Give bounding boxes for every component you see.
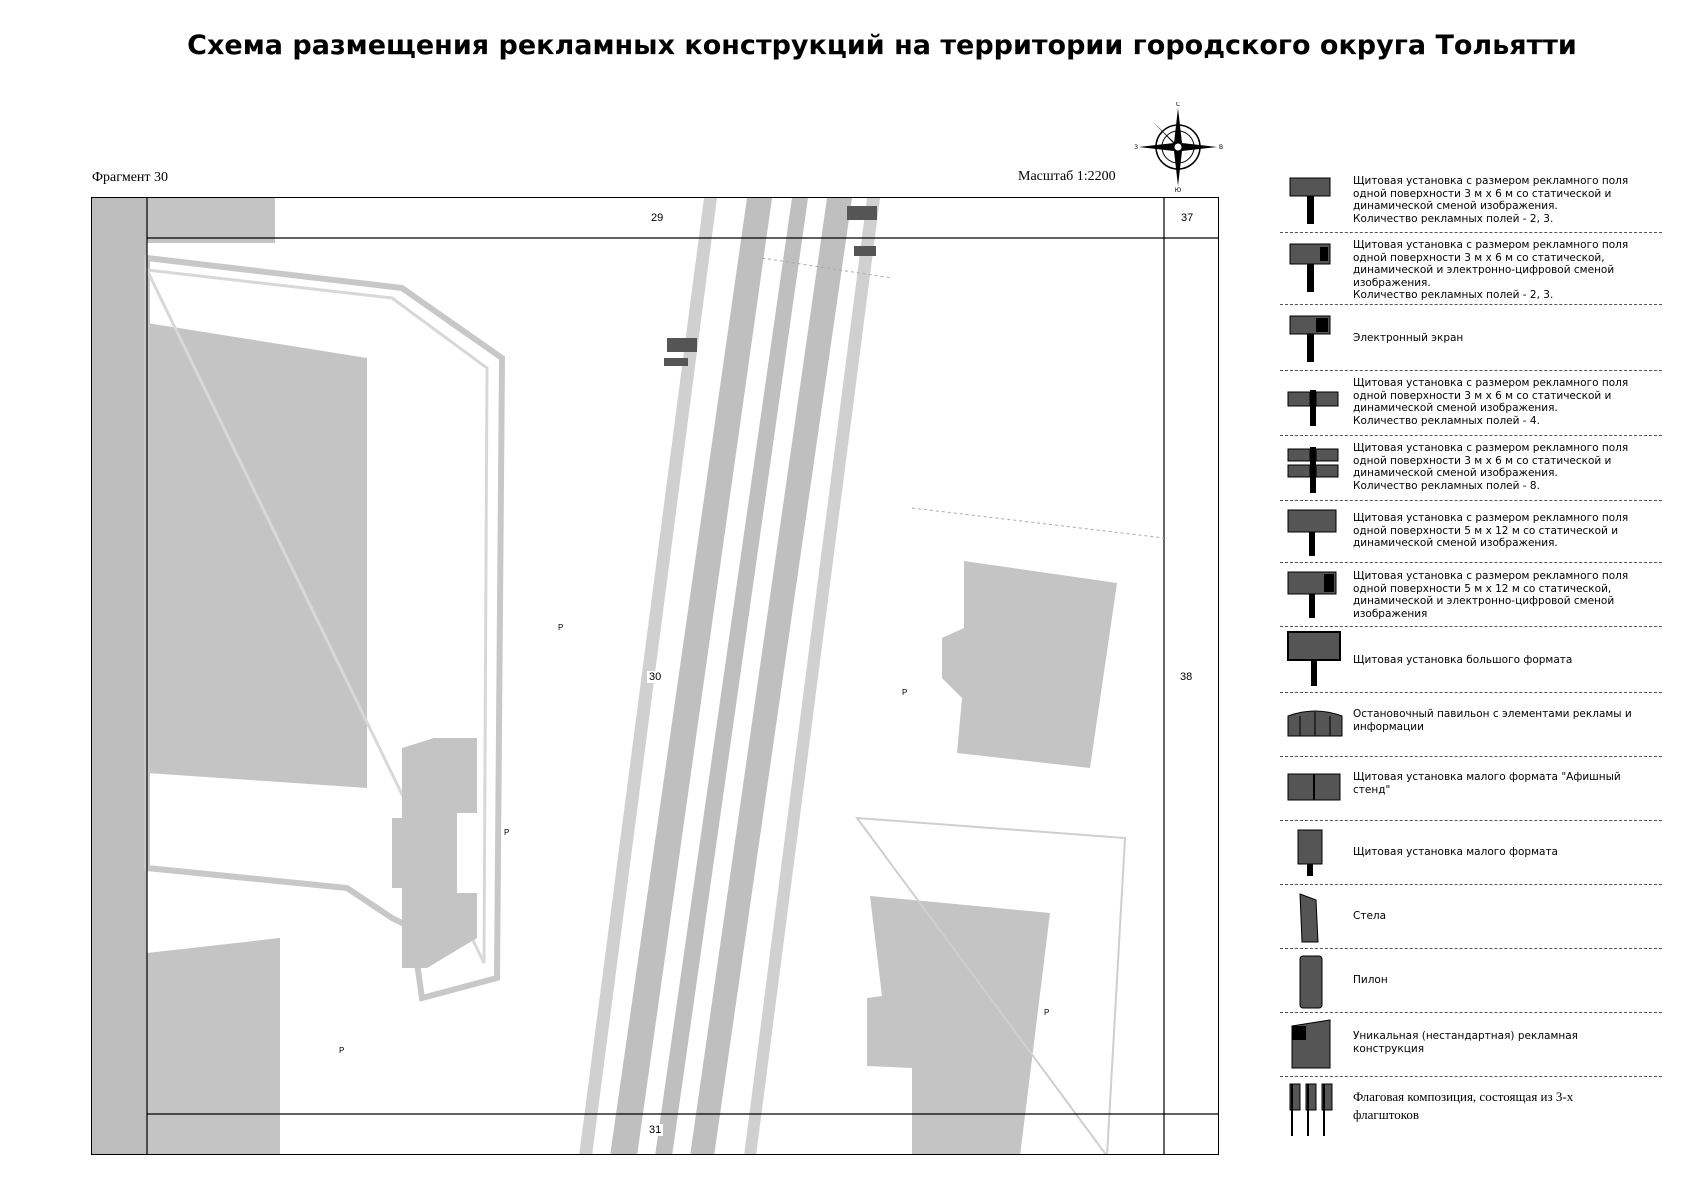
billboard-digital-icon	[1289, 243, 1331, 292]
map-title: Схема размещения рекламных конструкций н…	[187, 30, 1577, 61]
compass-east-label: В	[1219, 144, 1223, 151]
road-lane-2	[655, 198, 808, 1154]
legend-item: Щитовая установка малого формата	[1280, 822, 1662, 885]
compass-west-label: З	[1134, 144, 1138, 151]
sheet-number-30: 30	[647, 671, 664, 683]
bus-stop-pavilion-icon	[1287, 710, 1343, 737]
legend-text: Электронный экран	[1353, 332, 1464, 344]
sheet-number-31: 31	[647, 1124, 664, 1136]
compass-rose-icon: С Ю В З	[1134, 102, 1223, 192]
billboard-four-fields-icon	[1287, 390, 1339, 426]
legend-item: Щитовая установка с размером рекламного …	[1280, 372, 1662, 436]
billboard-5x12-icon	[1287, 509, 1337, 556]
legend-item: Щитовая установка малого формата "Афишны…	[1280, 758, 1662, 821]
compass-north-label: С	[1176, 102, 1180, 108]
electronic-screen-icon	[1289, 315, 1331, 362]
billboard-5x12-digital-icon	[1287, 571, 1337, 618]
building-block-top	[147, 198, 275, 243]
sheet-number-38: 38	[1178, 671, 1195, 683]
legend-text: Пилон	[1353, 974, 1388, 986]
legend-item: Остановочный павильон с элементами рекла…	[1280, 694, 1662, 757]
road-lane-3	[690, 198, 852, 1154]
legend-text: Щитовая установка с размером рекламного …	[1353, 512, 1629, 549]
map-canvas[interactable]: 29 37 30 38 31 P P P P P	[91, 197, 1219, 1155]
building-right-upper	[942, 561, 1117, 768]
legend-text: Щитовая установка с размером рекламного …	[1353, 175, 1629, 225]
flag-composition-icon	[1289, 1083, 1333, 1136]
legend-text: Щитовая установка с размером рекламного …	[1353, 239, 1629, 301]
building-left-bottom	[147, 938, 280, 1154]
parking-label: P	[1042, 1008, 1052, 1017]
pylon-icon	[1299, 955, 1323, 1009]
legend-text: Стела	[1353, 910, 1387, 922]
parking-label: P	[556, 623, 566, 632]
legend-item: Щитовая установка большого формата	[1280, 628, 1662, 693]
legend-item: Щитовая установка с размером рекламного …	[1280, 564, 1662, 627]
map-drawing	[92, 198, 1218, 1154]
poster-stand-icon	[1287, 773, 1341, 801]
parking-label: P	[502, 828, 512, 837]
building-right-lower	[867, 896, 1050, 1154]
legend-item: Электронный экран	[1280, 306, 1662, 371]
block-outline-inner	[144, 268, 489, 964]
legend-item: Пилон	[1280, 950, 1662, 1013]
legend-text: Остановочный павильон с элементами рекла…	[1353, 708, 1632, 733]
building-left-large	[147, 323, 367, 788]
legend-text: Флаговая композиция, состоящая из 3-х фл…	[1353, 1089, 1574, 1122]
bus-stop-marker-2	[667, 338, 697, 352]
stele-icon	[1299, 893, 1319, 943]
sheet-number-29: 29	[649, 212, 666, 224]
bus-stop-marker-1	[847, 206, 877, 220]
building-center	[392, 738, 477, 968]
billboard-static-dynamic-icon	[1289, 177, 1331, 224]
legend-item: Уникальная (нестандартная) рекламная кон…	[1280, 1014, 1662, 1077]
sheet-number-37: 37	[1179, 212, 1196, 224]
parking-label: P	[900, 688, 910, 697]
small-format-billboard-icon	[1297, 829, 1323, 876]
sidewalk-2	[744, 198, 880, 1154]
legend-item: Стела	[1280, 886, 1662, 949]
legend-text: Щитовая установка малого формата	[1353, 846, 1558, 858]
fragment-label: Фрагмент 30	[92, 170, 169, 185]
large-format-billboard-icon	[1287, 631, 1341, 686]
poster-stand-marker-2	[664, 358, 688, 366]
road-lane-1	[610, 198, 772, 1154]
legend-item: Щитовая установка с размером рекламного …	[1280, 437, 1662, 501]
legend-text: Щитовая установка малого формата "Афишны…	[1353, 771, 1621, 796]
compass-south-label: Ю	[1175, 187, 1182, 192]
scale-label: Масштаб 1:2200	[1018, 169, 1116, 184]
poster-stand-marker-1	[854, 246, 876, 256]
legend-text: Щитовая установка с размером рекламного …	[1353, 442, 1629, 492]
legend-text: Щитовая установка большого формата	[1353, 654, 1573, 666]
billboard-eight-fields-icon	[1287, 447, 1339, 493]
legend-item: Флаговая композиция, состоящая из 3-х фл…	[1280, 1078, 1662, 1140]
legend-item: Щитовая установка с размером рекламного …	[1280, 170, 1662, 233]
left-strip	[92, 198, 147, 1154]
lot-outline	[854, 816, 1127, 1154]
legend-item: Щитовая установка с размером рекламного …	[1280, 234, 1662, 305]
legend-text: Щитовая установка с размером рекламного …	[1353, 377, 1629, 427]
unique-structure-icon	[1291, 1019, 1331, 1069]
legend-text: Щитовая установка с размером рекламного …	[1353, 570, 1629, 620]
legend-item: Щитовая установка с размером рекламного …	[1280, 502, 1662, 563]
legend-text: Уникальная (нестандартная) рекламная кон…	[1353, 1030, 1579, 1055]
parking-label: P	[337, 1046, 347, 1055]
